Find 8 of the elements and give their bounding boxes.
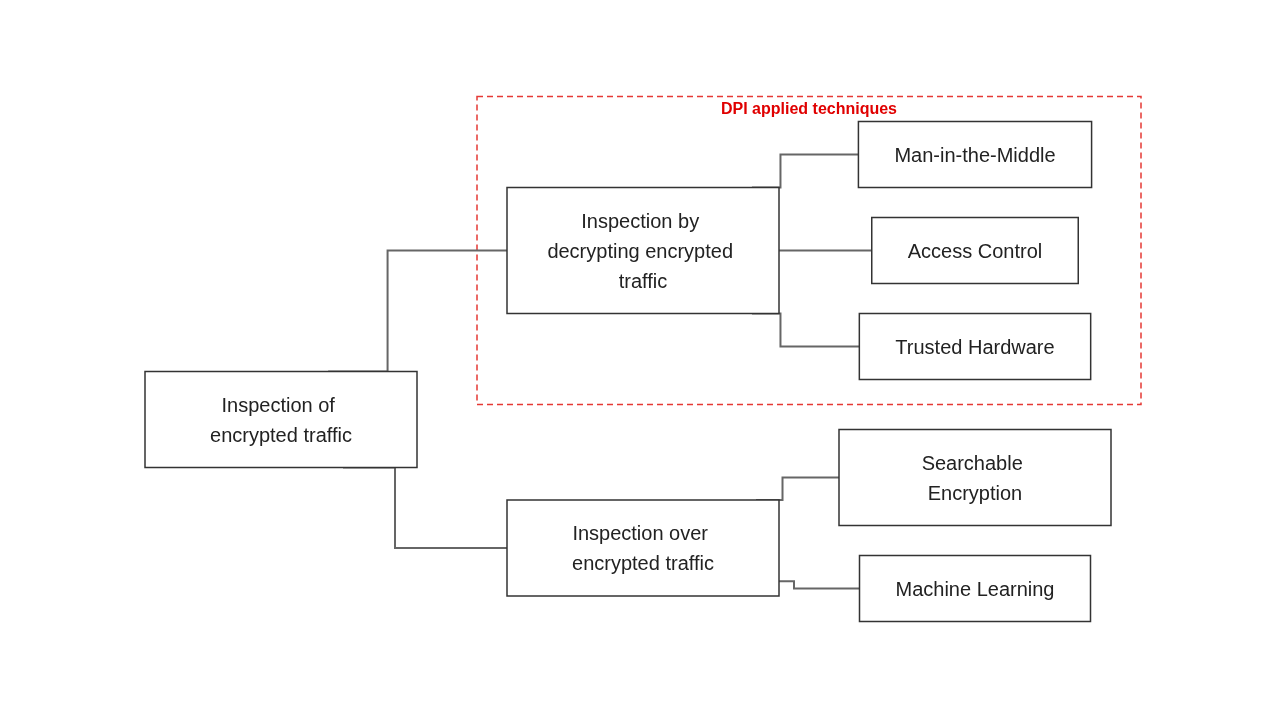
node-box: Inspection over encrypted traffic: [505, 498, 780, 597]
node-box: Man-in-the-Middle: [857, 120, 1092, 188]
node-box: Trusted Hardware: [858, 312, 1091, 380]
node-box: Machine Learning: [858, 554, 1091, 622]
node-box: Searchable Encryption: [837, 428, 1112, 526]
node-box: Inspection by decrypting encrypted traffic: [505, 186, 780, 314]
node-box: Inspection of encrypted traffic: [143, 370, 418, 468]
node-box: Access Control: [870, 216, 1079, 284]
